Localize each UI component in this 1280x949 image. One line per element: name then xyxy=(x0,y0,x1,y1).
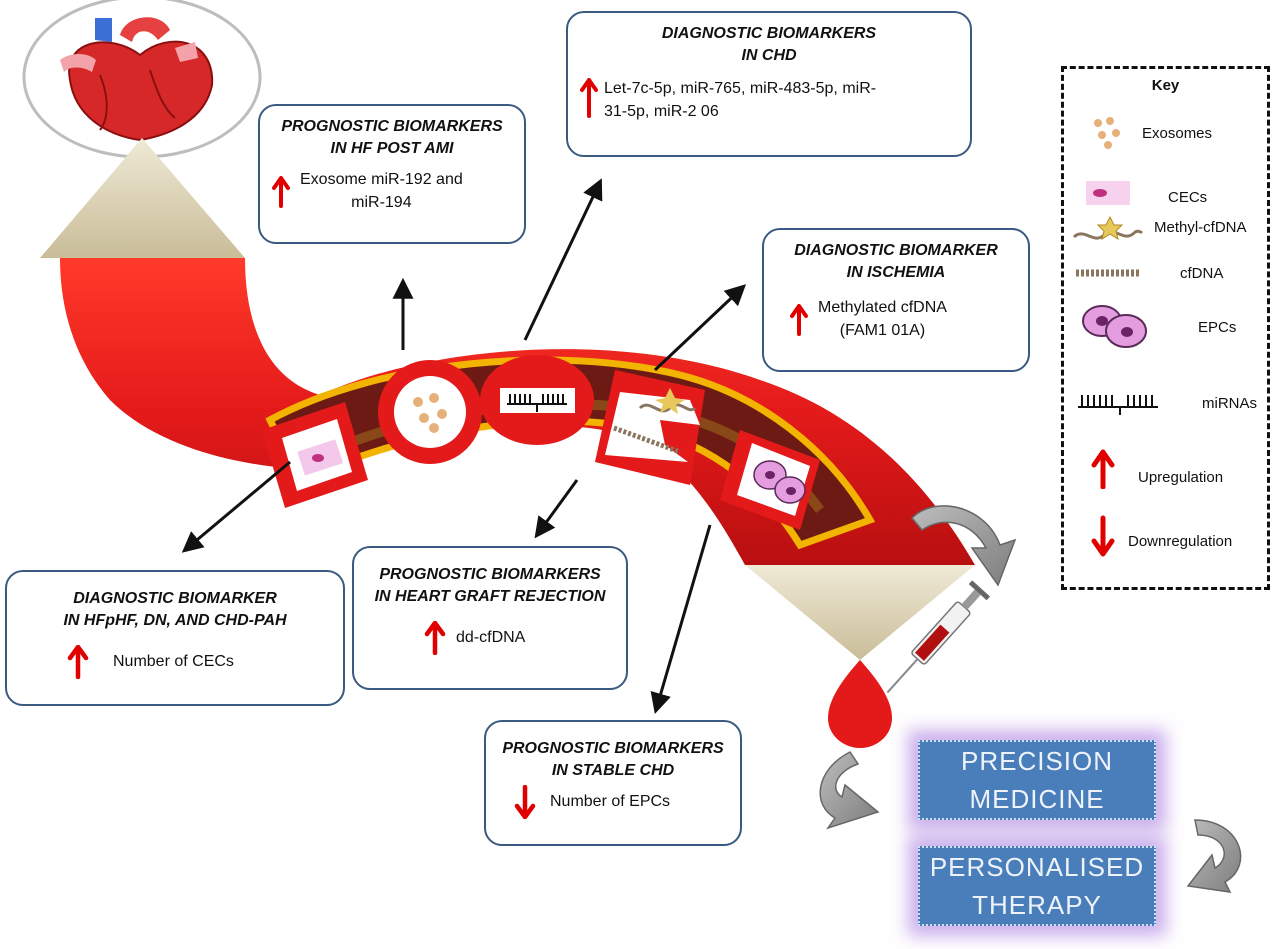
curved-arrow-icon xyxy=(1186,819,1242,893)
down-arrow-icon xyxy=(1091,515,1115,557)
legend-key: Key Exosomes CECs Methyl-cfDNA cfDNA EPC… xyxy=(1061,66,1270,590)
up-arrow-icon xyxy=(67,645,89,680)
exosomes-icon xyxy=(1094,117,1120,149)
cec-icon xyxy=(1086,181,1130,205)
ischemia-box: DIAGNOSTIC BIOMARKER IN ISCHEMIA Methyla… xyxy=(762,228,1030,372)
up-arrow-icon xyxy=(580,78,598,119)
box-title: DIAGNOSTIC BIOMARKER IN ISCHEMIA xyxy=(794,242,998,281)
hfphf-box: DIAGNOSTIC BIOMARKER IN HFpHF, DN, AND C… xyxy=(5,570,345,706)
curved-arrow-icon xyxy=(910,505,1017,587)
mirna-icon xyxy=(1078,395,1158,415)
legend-label: Methyl-cfDNA xyxy=(1154,219,1247,236)
legend-label: Downregulation xyxy=(1128,533,1233,550)
chd-box: DIAGNOSTIC BIOMARKERS IN CHD Let-7c-5p, … xyxy=(566,11,972,157)
blood-drop-icon xyxy=(828,660,892,748)
connector-arrows xyxy=(181,178,747,715)
mirna-tile xyxy=(480,355,594,445)
precision-medicine-block: PRECISION MEDICINE xyxy=(918,740,1156,820)
legend-label: Upregulation xyxy=(1138,469,1224,486)
down-arrow-icon xyxy=(514,785,536,820)
box-title: DIAGNOSTIC BIOMARKERS IN CHD xyxy=(661,25,877,64)
legend-label: CECs xyxy=(1168,189,1208,206)
cfdna-tile xyxy=(595,370,705,485)
box-title: PROGNOSTIC BIOMARKERS IN STABLE CHD xyxy=(502,740,724,779)
up-arrow-icon xyxy=(790,303,808,336)
legend-label: EPCs xyxy=(1198,319,1237,336)
epc-tile xyxy=(720,430,820,530)
box-title: PROGNOSTIC BIOMARKERS IN HF POST AMI xyxy=(281,118,503,157)
up-arrow-icon xyxy=(272,175,290,208)
epc-icon xyxy=(1082,305,1147,348)
graft-rejection-box: PROGNOSTIC BIOMARKERS IN HEART GRAFT REJ… xyxy=(352,546,628,690)
syringe-icon xyxy=(886,580,990,694)
vessel-end-triangle xyxy=(745,565,975,660)
box-title: PROGNOSTIC BIOMARKERS IN HEART GRAFT REJ… xyxy=(374,566,606,605)
exosome-tile xyxy=(378,360,482,464)
curved-arrow-icon xyxy=(819,751,880,830)
box-title: DIAGNOSTIC BIOMARKER IN HFpHF, DN, AND C… xyxy=(63,590,287,629)
cfdna-icon xyxy=(1076,269,1140,277)
stable-chd-box: PROGNOSTIC BIOMARKERS IN STABLE CHD Numb… xyxy=(484,720,742,846)
heart-link-triangle xyxy=(40,138,245,258)
hf-post-ami-box: PROGNOSTIC BIOMARKERS IN HF POST AMI Exo… xyxy=(258,104,526,244)
legend-title: Key xyxy=(1151,77,1180,94)
legend-label: Exosomes xyxy=(1142,125,1213,142)
cec-tile xyxy=(262,402,368,508)
legend-label: miRNAs xyxy=(1202,395,1257,412)
up-arrow-icon xyxy=(1091,449,1115,489)
legend-label: cfDNA xyxy=(1180,265,1224,282)
personalised-therapy-block: PERSONALISED THERAPY xyxy=(918,846,1156,926)
methyl-cfdna-icon xyxy=(1072,215,1144,241)
up-arrow-icon xyxy=(424,621,446,656)
heart-illustration xyxy=(22,0,262,159)
